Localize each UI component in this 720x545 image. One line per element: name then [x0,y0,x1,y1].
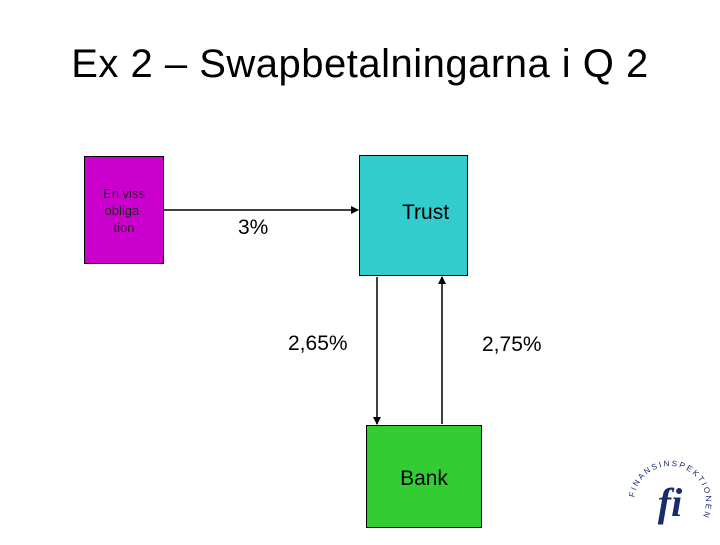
slide-title: Ex 2 – Swapbetalningarna i Q 2 [71,42,649,86]
bank-label: Bank [400,466,448,490]
rate-trust-to-bank: 2,65% [288,332,348,355]
rate-bank-to-trust: 2,75% [482,333,542,356]
finansinspektionen-logo-icon: FINANSINSPEKTIONEN fi [620,452,720,540]
obligation-label-line-2: obliga- [104,202,144,218]
obligation-label: En viss obliga- tion [100,185,148,236]
logo-monogram-icon: fi [658,480,682,525]
rate-obligation-to-trust: 3% [238,216,269,239]
trust-box: Trust [359,155,468,276]
obligation-box: En viss obliga- tion [84,156,164,264]
obligation-label-line-3: tion [113,219,135,235]
obligation-label-line-1: En viss [103,185,145,201]
bank-box: Bank [366,425,482,528]
trust-label: Trust [401,200,450,224]
